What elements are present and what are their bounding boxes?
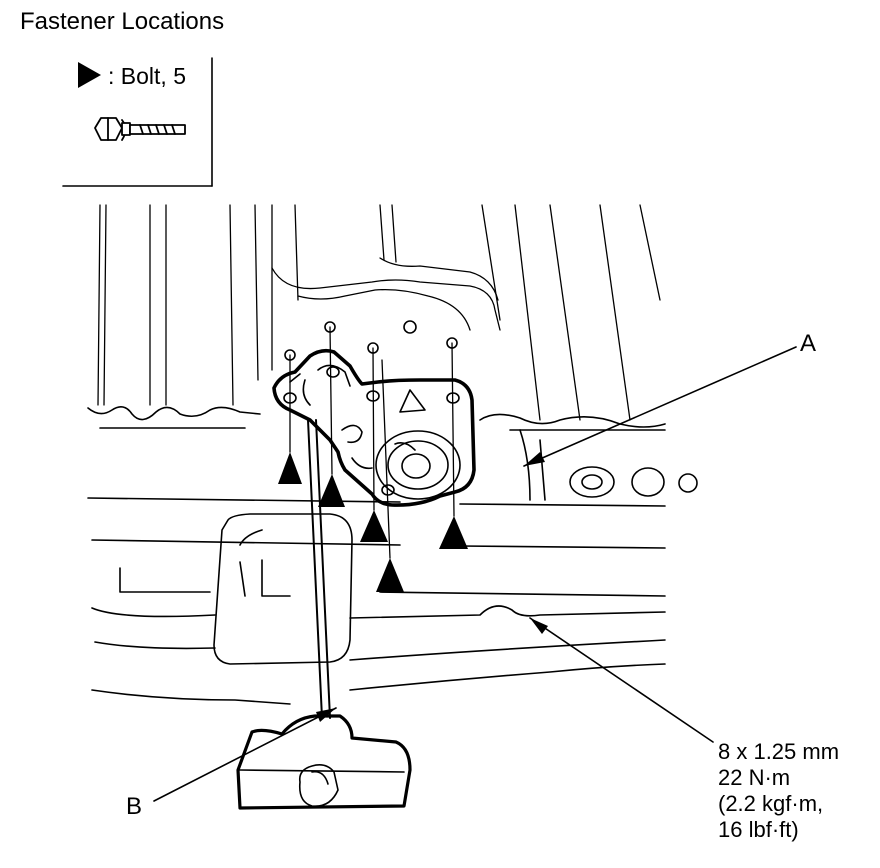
rubber-block [213, 513, 353, 665]
bolt-marker-2 [318, 474, 345, 507]
body-panel-lines [97, 204, 661, 421]
torque-spec-kgfm: (2.2 kgf·m, [718, 791, 824, 816]
torque-spec-nm: 22 N·m [718, 765, 791, 790]
hex-flange-bolt-icon [94, 117, 186, 141]
bolt-marker-3 [360, 510, 388, 542]
frame-rails [87, 427, 666, 705]
page-title: Fastener Locations [20, 8, 225, 35]
tool-b [236, 419, 412, 810]
bolt-marker-leaders [289, 326, 455, 559]
callout-leaders [153, 346, 797, 802]
legend-box [62, 57, 213, 187]
bolt-markers [278, 452, 468, 592]
cross-member [509, 429, 698, 501]
legend-bolt-label: : Bolt, 5 [108, 63, 186, 89]
torque-spec-size: 8 x 1.25 mm [718, 739, 840, 764]
bolt-marker-1 [278, 452, 302, 484]
panel-lower-edge [87, 406, 261, 421]
bracket-a [272, 348, 476, 507]
bolt-marker-4 [439, 516, 468, 549]
filled-right-triangle-icon [78, 62, 101, 88]
callout-b-label: B [126, 793, 143, 820]
bolt-marker-5 [376, 558, 404, 592]
torque-spec-lbfft: 16 lbf·ft) [718, 817, 799, 842]
callout-a-label: A [800, 330, 817, 357]
torque-spec: 8 x 1.25 mm 22 N·m (2.2 kgf·m, 16 lbf·ft… [718, 739, 839, 843]
